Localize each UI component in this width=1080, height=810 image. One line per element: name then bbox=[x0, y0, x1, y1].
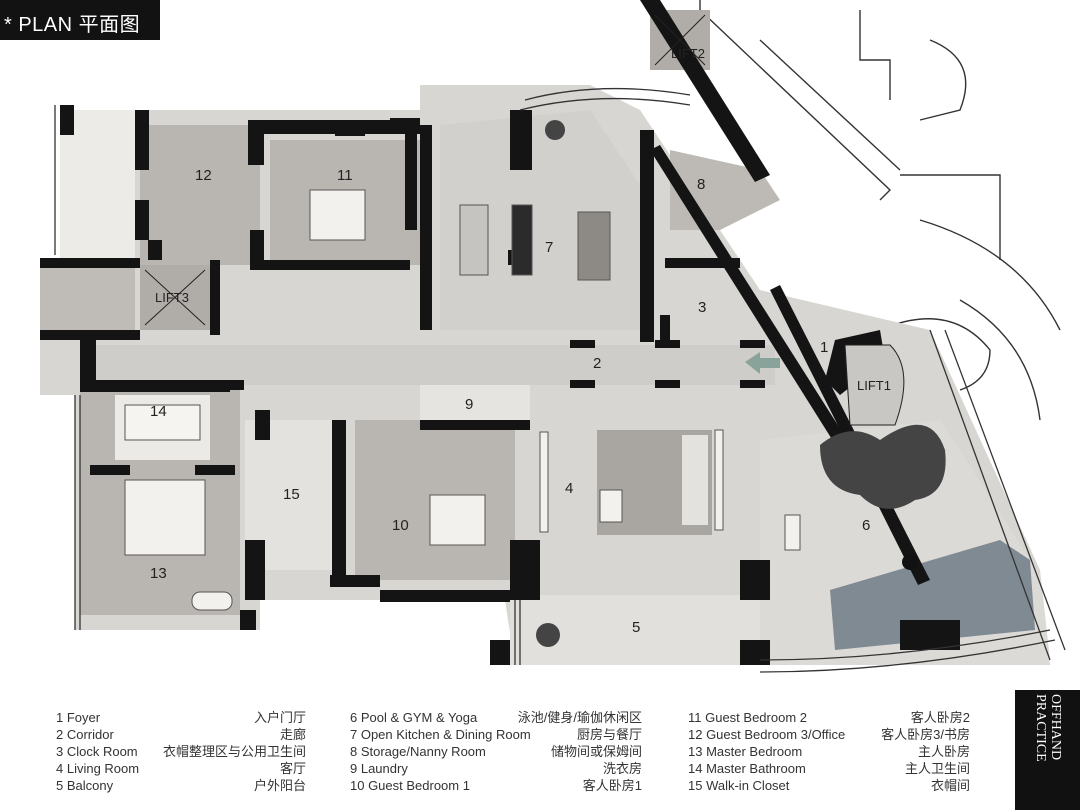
lift-label-1: LIFT1 bbox=[857, 378, 891, 393]
room-label-13: 13 bbox=[150, 565, 167, 582]
plants bbox=[536, 120, 946, 647]
room-label-15: 15 bbox=[283, 486, 300, 503]
plan-header: * PLAN 平面图 bbox=[0, 0, 160, 40]
kitchen-counter bbox=[511, 204, 533, 276]
room-label-6: 6 bbox=[862, 517, 870, 534]
plan-title: * PLAN 平面图 bbox=[4, 14, 141, 36]
room-label-3: 3 bbox=[698, 299, 706, 316]
guest-bed-1 bbox=[429, 494, 486, 546]
tv-cabinet bbox=[539, 431, 549, 533]
display-shelf bbox=[714, 429, 724, 531]
room-label-10: 10 bbox=[392, 517, 409, 534]
master-bed bbox=[124, 479, 206, 556]
room-label-5: 5 bbox=[632, 619, 640, 636]
room-label-2: 2 bbox=[593, 355, 601, 372]
room-label-14: 14 bbox=[150, 403, 167, 420]
room-label-11: 11 bbox=[337, 167, 353, 184]
vanity bbox=[124, 404, 201, 441]
bathtub bbox=[191, 591, 233, 611]
brand-logo: OFFHAND PRACTICE bbox=[1015, 690, 1080, 810]
guest-bed-2 bbox=[309, 189, 366, 241]
bench bbox=[784, 514, 801, 551]
entry-arrow-icon bbox=[745, 352, 780, 374]
furniture bbox=[124, 189, 801, 611]
lift-labels: LIFT1 LIFT2 LIFT3 bbox=[155, 46, 891, 393]
column bbox=[902, 554, 918, 570]
plant-icon bbox=[536, 623, 560, 647]
plant-icon bbox=[820, 424, 946, 509]
room-label-7: 7 bbox=[545, 239, 553, 256]
brand-text: OFFHAND PRACTICE bbox=[1033, 694, 1063, 762]
lift-markers bbox=[144, 14, 905, 426]
glazing bbox=[54, 87, 1066, 673]
room-label-9: 9 bbox=[465, 396, 473, 413]
lift-label-3: LIFT3 bbox=[155, 290, 189, 305]
lift-label-2: LIFT2 bbox=[671, 46, 705, 61]
kitchen-island bbox=[459, 204, 489, 276]
floor-plan: 1 2 3 4 5 6 7 8 9 10 11 12 13 14 15 LIFT… bbox=[40, 0, 1066, 673]
exterior-outline bbox=[699, 0, 1061, 421]
room-label-4: 4 bbox=[565, 480, 573, 497]
dining-table bbox=[577, 211, 611, 281]
plant-icon bbox=[545, 120, 565, 140]
room-label-1: 1 bbox=[820, 339, 828, 356]
sofa bbox=[599, 489, 623, 523]
room-label-8: 8 bbox=[697, 176, 705, 193]
floor-areas bbox=[40, 10, 1050, 665]
room-labels: 1 2 3 4 5 6 7 8 9 10 11 12 13 14 15 bbox=[150, 167, 870, 636]
room-label-12: 12 bbox=[195, 167, 212, 184]
